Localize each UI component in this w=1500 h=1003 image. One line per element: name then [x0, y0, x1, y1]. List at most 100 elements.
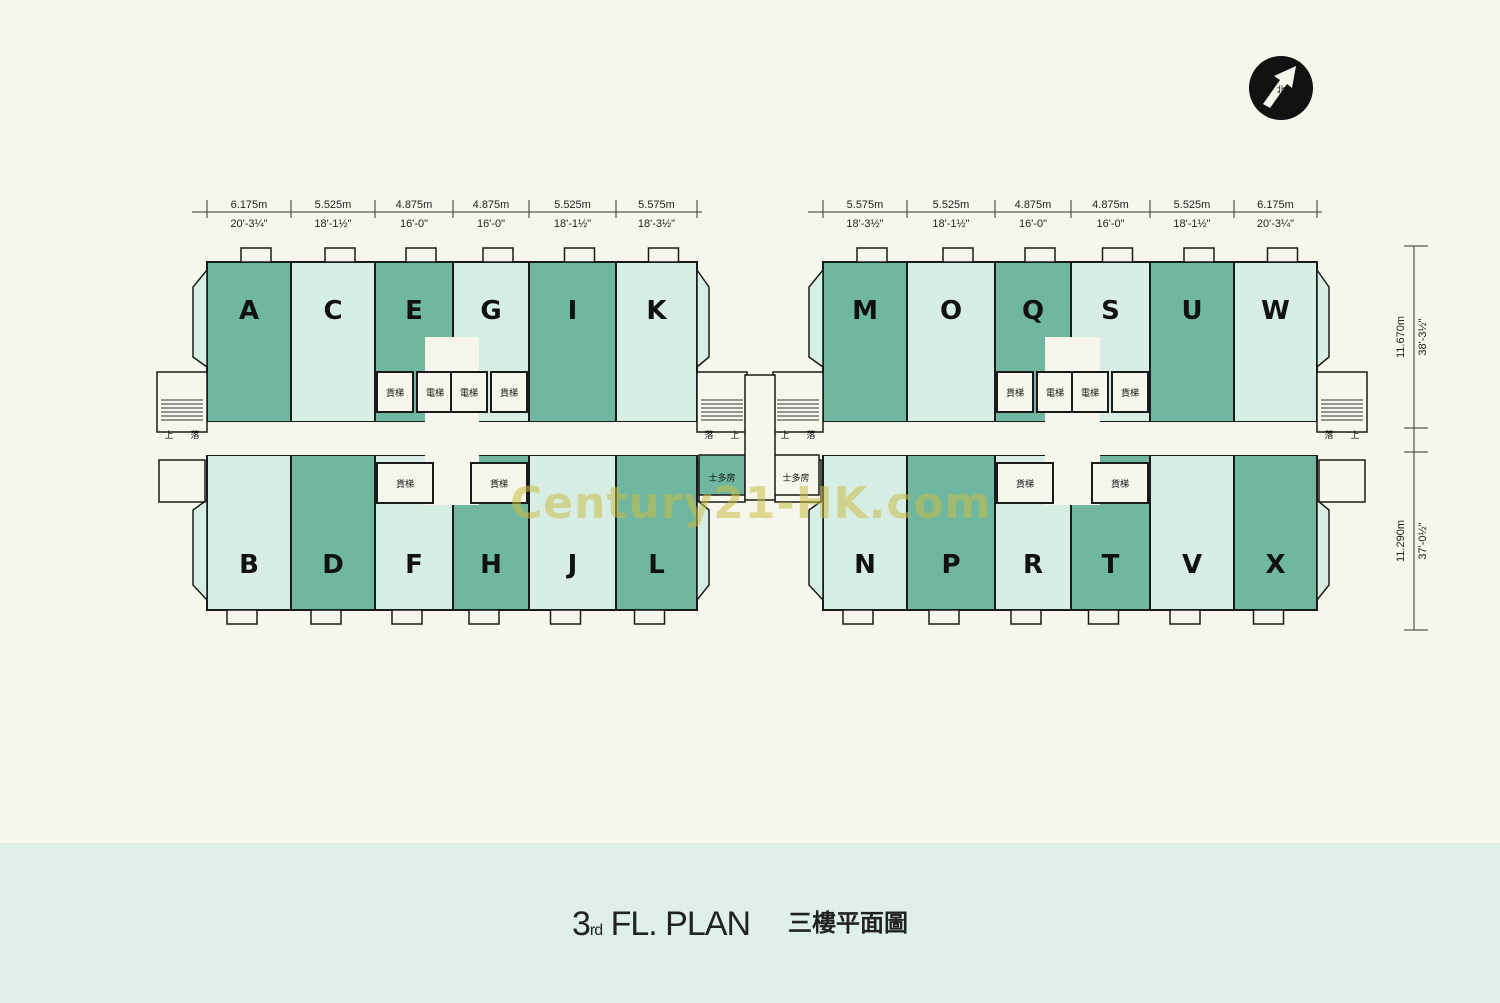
bay-window	[808, 498, 824, 602]
unit-A	[206, 261, 292, 423]
bathroom-block	[1087, 609, 1120, 625]
bathroom-block	[842, 609, 874, 625]
floor-number: 3	[572, 905, 591, 943]
unit-I	[528, 261, 617, 423]
unit-label: G	[480, 296, 501, 326]
bathroom-block	[1266, 247, 1299, 263]
bay-window	[1316, 267, 1330, 369]
bay-window	[696, 267, 710, 369]
dimension-lines: 6.175m20'-3¼"5.525m18'-1½"4.875m16'-0"4.…	[192, 199, 1322, 230]
unit-label: X	[1265, 550, 1285, 580]
unit-K	[615, 261, 698, 423]
plan-title-chinese: 三樓平面圖	[788, 908, 908, 937]
unit-label: D	[322, 550, 344, 580]
bay-window	[192, 267, 208, 369]
toilet-block	[158, 459, 206, 503]
north-arrow-icon: 北	[1249, 56, 1313, 120]
dimension-metric: 6.175m	[231, 199, 268, 211]
dimension-metric: 4.875m	[1092, 199, 1129, 211]
bathroom-block	[1169, 609, 1201, 625]
bay-window	[192, 498, 208, 602]
lift-label: 電梯	[1081, 387, 1099, 399]
stair-up-label: 上	[780, 430, 789, 441]
floor-suffix: rd	[589, 922, 603, 939]
bathroom-block	[1010, 609, 1042, 625]
bay-window	[1316, 498, 1330, 603]
unit-label: W	[1261, 296, 1290, 326]
bathroom-block	[1024, 247, 1056, 263]
unit-label: I	[568, 296, 578, 326]
dimension-metric: 5.525m	[933, 199, 970, 211]
dimension-metric: 4.875m	[1015, 199, 1052, 211]
floor-plan-text: FL. PLAN	[610, 905, 751, 943]
core-layer: 貨梯電梯電梯貨梯貨梯貨梯上落上落士多房貨梯電梯電梯貨梯貨梯貨梯上落上落士多房	[156, 337, 1368, 505]
lift-shaft	[1111, 371, 1149, 413]
unit-O	[906, 261, 996, 423]
unit-label: H	[480, 550, 502, 580]
dimension-metric: 6.175m	[1257, 199, 1294, 211]
bathroom-block	[942, 247, 974, 263]
lift-label: 電梯	[460, 387, 478, 399]
dimension-metric: 5.575m	[847, 199, 884, 211]
unit-label: K	[646, 296, 667, 326]
unit-label: V	[1182, 550, 1202, 580]
title-band	[0, 843, 1500, 1003]
lift-shaft	[450, 371, 488, 413]
lift-label: 電梯	[1046, 387, 1064, 399]
unit-label: P	[941, 550, 960, 580]
dimension-metric: 4.875m	[396, 199, 433, 211]
lift-shaft	[996, 371, 1034, 413]
vertical-dimension-metric: 11.290m	[1395, 520, 1407, 562]
bathroom-block	[240, 247, 272, 263]
unit-label: J	[566, 550, 578, 580]
unit-label: Q	[1022, 296, 1044, 326]
unit-label: R	[1023, 550, 1043, 580]
bathroom-block	[482, 247, 514, 263]
bathroom-block	[549, 609, 582, 625]
unit-X	[1233, 454, 1318, 611]
unit-M	[822, 261, 908, 423]
unit-U	[1149, 261, 1235, 423]
lift-shaft	[490, 371, 528, 413]
stair-up-label: 上	[730, 430, 739, 441]
unit-V	[1149, 454, 1235, 611]
lift-shaft	[996, 462, 1054, 504]
stair-down-label: 落	[806, 429, 815, 441]
dimension-metric: 5.525m	[315, 199, 352, 211]
bathroom-block	[856, 247, 888, 263]
unit-label: E	[405, 296, 423, 326]
lift-label: 貨梯	[1111, 478, 1129, 490]
staircase	[696, 371, 748, 433]
bathroom-block	[405, 247, 437, 263]
unit-D	[290, 454, 376, 611]
staircase	[1316, 371, 1368, 433]
lift-label: 電梯	[426, 387, 444, 399]
plan-title: 3rd FL. PLAN 三樓平面圖	[572, 900, 908, 944]
link-bridge	[744, 374, 776, 501]
dimension-metric: 5.525m	[554, 199, 591, 211]
staircase	[772, 371, 824, 433]
unit-label: C	[323, 296, 342, 326]
lift-label: 貨梯	[1121, 387, 1139, 399]
stair-up-label: 上	[1350, 430, 1359, 441]
unit-B	[206, 454, 292, 611]
lift-shaft	[1071, 371, 1109, 413]
unit-label: B	[239, 550, 259, 580]
unit-label: L	[648, 550, 665, 580]
lift-label: 貨梯	[490, 478, 508, 490]
north-arrow-pointer	[1263, 66, 1296, 108]
switch-room-label: 士多房	[708, 472, 735, 484]
dimension-imperial: 16'-0"	[1019, 218, 1047, 230]
lift-shaft	[1091, 462, 1149, 504]
lift-shaft	[1036, 371, 1074, 413]
lift-label: 貨梯	[386, 387, 404, 399]
dimension-imperial: 16'-0"	[400, 218, 428, 230]
dimension-imperial: 18'-1½"	[554, 218, 591, 230]
bathroom-block	[226, 609, 258, 625]
dimension-imperial: 16'-0"	[477, 218, 505, 230]
lift-shaft	[470, 462, 528, 504]
switch-room-label: 士多房	[782, 472, 809, 484]
bathroom-block	[563, 247, 596, 263]
unit-label: N	[854, 550, 876, 580]
